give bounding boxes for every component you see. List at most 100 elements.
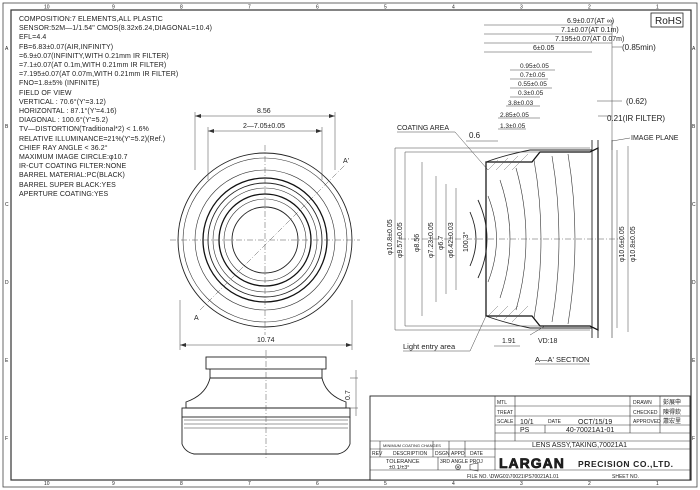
date-value: OCT/15/19 bbox=[578, 419, 612, 426]
spec-line: =7.1±0.07(AT 0.1m,WITH 0.21mm IR FILTER) bbox=[19, 62, 167, 69]
dim-07: 0.7±0.05 bbox=[520, 72, 546, 79]
spec-line: VERTICAL : 70.6°(Y'=3.12) bbox=[19, 98, 106, 106]
dim-13: 1.3±0.05 bbox=[500, 123, 526, 130]
spec-line: MAXIMUM IMAGE CIRCLE:φ10.7 bbox=[19, 154, 128, 161]
file-number: FILE NO. \DWG01\70021\PS70021A1.01 bbox=[467, 474, 559, 480]
drawn-label: DRAWN bbox=[633, 400, 652, 406]
tolerance-value: ±0.1/±3° bbox=[389, 465, 409, 471]
spec-line: IR-CUT COATING FILTER:NONE bbox=[19, 163, 127, 171]
grid-col-label: 3 bbox=[520, 481, 523, 487]
front-view: 8.56 2—7.05±0.05 A' A 10.74 bbox=[170, 108, 360, 350]
grid-row-label: D bbox=[5, 280, 9, 286]
fb-dim-01: 7.1±0.07(AT 0.1m) bbox=[561, 27, 619, 34]
checked-signature: 陳得欽 bbox=[663, 408, 681, 416]
front-dim-705: 2—7.05±0.05 bbox=[243, 123, 285, 130]
grid-col-label: 8 bbox=[180, 5, 183, 11]
grid-col-label: 5 bbox=[384, 5, 387, 11]
grid-row-label: E bbox=[5, 358, 9, 364]
dim-06: 0.6 bbox=[469, 131, 481, 140]
drawn-signature: 彭展申 bbox=[663, 398, 681, 406]
grid-row-label: A bbox=[692, 46, 696, 52]
dim-085min: (0.85min) bbox=[622, 43, 656, 52]
rev-header-appd: APPD bbox=[451, 451, 465, 457]
rev-header-dsgn: DSGN bbox=[435, 451, 450, 457]
rev-header-desc: DESCRIPTION bbox=[393, 451, 428, 457]
grid-col-label: 7 bbox=[248, 481, 251, 487]
section-label-a: A bbox=[194, 315, 199, 322]
unit-value: PS bbox=[520, 427, 530, 434]
grid-row-label: C bbox=[692, 202, 696, 208]
spec-line: FNO=1.8±5% (INFINITE) bbox=[19, 80, 100, 88]
spec-line: EFL=4.4 bbox=[19, 34, 47, 42]
grid-row-label: E bbox=[692, 358, 696, 364]
vd-label: VD:18 bbox=[538, 338, 558, 345]
part-number: 40-70021A1-01 bbox=[566, 427, 614, 434]
diam-106: φ10.6±0.05 bbox=[619, 226, 626, 262]
scale-value: 10/1 bbox=[520, 419, 534, 426]
dim-095: 0.95±0.05 bbox=[520, 63, 549, 70]
rohs-box bbox=[650, 12, 684, 28]
diam-67: φ6.7 bbox=[438, 236, 445, 250]
grid-col-label: 1 bbox=[656, 5, 659, 11]
spec-line: RELATIVE ILLUMINANCE=21%(Y'=5.2)(Ref.) bbox=[19, 135, 166, 143]
grid-col-label: 5 bbox=[384, 481, 387, 487]
grid-row-label: A bbox=[5, 46, 9, 52]
dim-ir-filter: 0.21(IR FILTER) bbox=[607, 114, 665, 123]
spec-line: APERTURE COATING:YES bbox=[19, 190, 109, 198]
dim-6: 6±0.05 bbox=[533, 45, 554, 52]
front-dim-1074: 10.74 bbox=[257, 337, 275, 344]
section-view: 6.9±0.07(AT ∞) 7.1±0.07(AT 0.1m) 7.195±0… bbox=[387, 18, 679, 365]
spec-line: FIELD OF VIEW bbox=[19, 89, 72, 97]
spec-line: FB=6.83±0.07(AIR,INFINITY) bbox=[19, 43, 114, 51]
grid-row-label: B bbox=[692, 124, 696, 130]
diam-108: φ10.8±0.05 bbox=[387, 219, 394, 255]
spec-line: TV—DISTORTION(Traditional*2) < 1.6% bbox=[19, 126, 149, 134]
company-suffix: PRECISION CO.,LTD. bbox=[578, 459, 674, 469]
description: LENS ASSY,TAKING,70021A1 bbox=[532, 442, 627, 449]
grid-col-label: 10 bbox=[44, 481, 50, 487]
grid-col-label: 8 bbox=[180, 481, 183, 487]
grid-col-label: 4 bbox=[452, 481, 455, 487]
side-dim-07: 0.7 bbox=[345, 390, 352, 400]
grid-col-label: 9 bbox=[112, 481, 115, 487]
grid-col-label: 3 bbox=[520, 5, 523, 11]
grid-row-label: B bbox=[5, 124, 9, 130]
front-dim-856: 8.56 bbox=[257, 108, 271, 115]
grid-row-label: F bbox=[5, 436, 8, 442]
coating-area-label: COATING AREA bbox=[397, 125, 449, 132]
grid-col-label: 9 bbox=[112, 5, 115, 11]
rev-header-date: DATE bbox=[470, 451, 484, 457]
section-title: A—A' SECTION bbox=[535, 355, 589, 364]
spec-line: HORIZONTAL : 87.1°(Y'=4.16) bbox=[19, 108, 117, 115]
spec-line: COMPOSITION:7 ELEMENTS,ALL PLASTIC bbox=[19, 16, 163, 23]
dim-055: 0.55±0.05 bbox=[518, 81, 547, 88]
sheet-number: SHEET NO. bbox=[612, 474, 639, 480]
spec-line: DIAGONAL : 100.6°(Y'=5.2) bbox=[19, 117, 109, 125]
grid-row-label: C bbox=[5, 202, 9, 208]
diam-856: φ8.56 bbox=[414, 234, 421, 252]
drawing-border-inner bbox=[10, 9, 692, 481]
company-name: LARGAN bbox=[499, 455, 565, 471]
dim-191: 1.91 bbox=[502, 338, 516, 345]
fb-dim-inf: 6.9±0.07(AT ∞) bbox=[567, 18, 614, 25]
tolerance-label: TOLERANCE bbox=[386, 459, 420, 465]
angle-1003: 100.3° bbox=[462, 231, 470, 252]
image-plane-label: IMAGE PLANE bbox=[631, 135, 679, 142]
approved-signature: 蕭宏里 bbox=[663, 417, 681, 425]
spec-line: BARREL MATERIAL:PC(BLACK) bbox=[19, 172, 125, 180]
approved-label: APPROVED bbox=[633, 419, 661, 425]
treat-label: TREAT bbox=[497, 410, 513, 416]
grid-col-label: 7 bbox=[248, 5, 251, 11]
diam-723: φ7.23±0.05 bbox=[428, 222, 435, 258]
dim-285: 2.85±0.05 bbox=[500, 112, 529, 119]
spec-line: BARREL SUPER BLACK:YES bbox=[19, 181, 116, 189]
grid-col-label: 6 bbox=[316, 5, 319, 11]
grid-row-label: F bbox=[692, 436, 695, 442]
grid-col-label: 1 bbox=[656, 481, 659, 487]
mtl-label: MTL bbox=[497, 400, 507, 406]
angle-projection-label: 3RD ANGLE PROJ bbox=[440, 459, 483, 465]
grid-col-label: 6 bbox=[316, 481, 319, 487]
